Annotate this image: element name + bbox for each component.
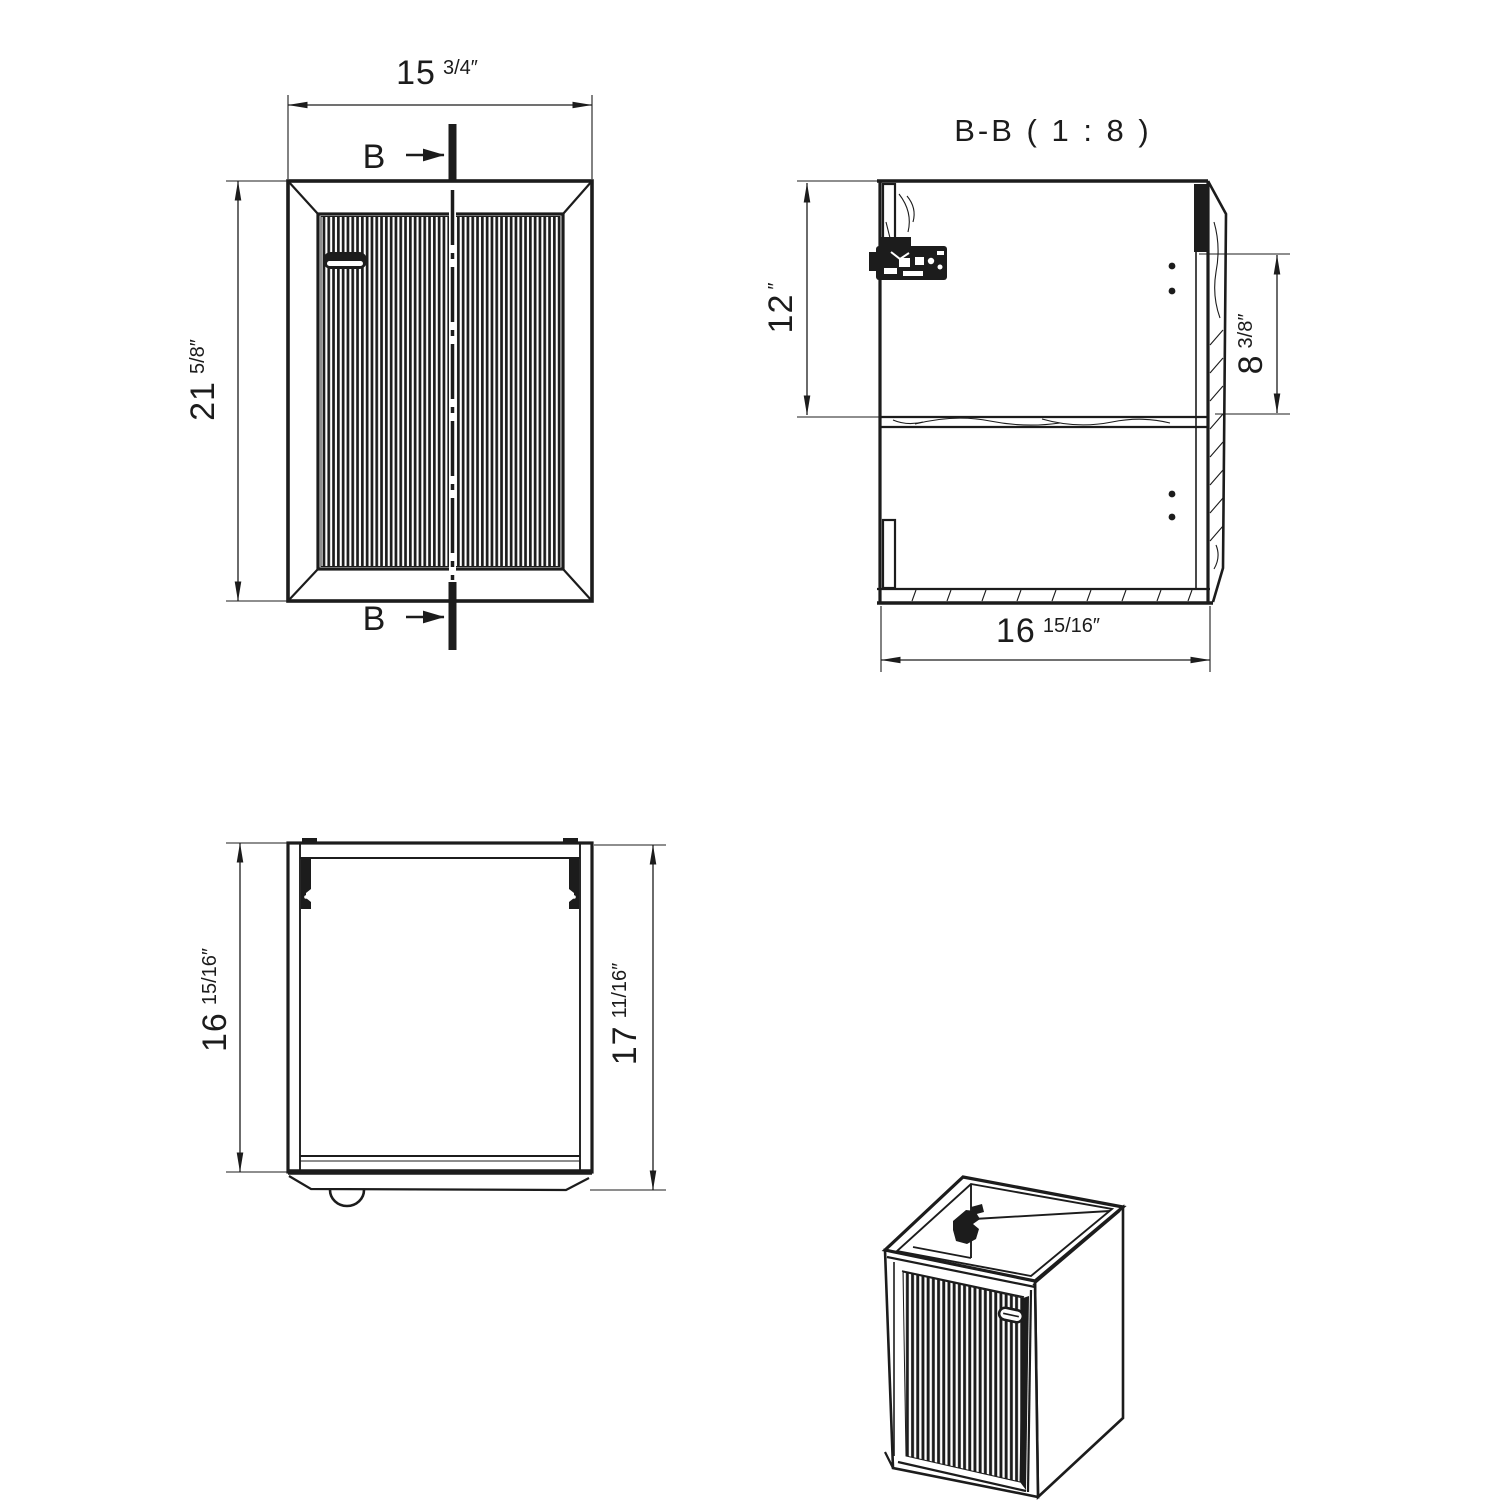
side-right-height-dimension: 1711/16″ xyxy=(590,844,666,1191)
iso-hinge xyxy=(953,1204,984,1244)
side-left-height-label: 1615/16″ xyxy=(196,948,234,1052)
wood-grain xyxy=(892,417,1171,426)
section-right-height-dimension: 83/8″ xyxy=(1199,253,1290,415)
iso-door-edge-shadow xyxy=(1020,1296,1029,1490)
section-right-height-label: 83/8″ xyxy=(1232,314,1270,375)
side-right-height-label: 1711/16″ xyxy=(606,963,644,1065)
wood-grain-ticks xyxy=(911,589,1193,602)
section-upper-height-label: 12″ xyxy=(762,283,800,334)
section-label: B xyxy=(363,138,386,176)
bumper xyxy=(328,1189,366,1208)
iso-top-rim xyxy=(881,1175,1127,1283)
mounting-tab xyxy=(563,838,578,844)
section-label: B xyxy=(363,600,386,638)
fluted-door-panel xyxy=(320,216,561,567)
section-view-title: B-B ( 1 : 8 ) xyxy=(954,113,1151,148)
side-cabinet-outline xyxy=(286,838,594,1208)
isometric-view xyxy=(881,1175,1127,1500)
section-marker-top: B xyxy=(363,124,457,188)
mounting-tab xyxy=(302,838,317,844)
wood-grain xyxy=(898,193,915,233)
front-height-label: 215/8″ xyxy=(184,339,222,421)
section-cabinet-outline xyxy=(877,179,1228,605)
toe-kick xyxy=(288,1175,590,1192)
section-marker-bottom: B xyxy=(363,582,457,650)
wood-grain xyxy=(1213,221,1221,570)
section-view: B-B ( 1 : 8 ) xyxy=(762,113,1290,672)
wood-grain-ticks xyxy=(1209,329,1224,542)
shelf-pin-hole xyxy=(1168,490,1176,498)
section-upper-height-dimension: 12″ xyxy=(762,180,881,418)
iso-door-handle xyxy=(997,1306,1025,1324)
cabinet-front-outline xyxy=(286,179,594,603)
door-handle xyxy=(323,252,367,269)
shelf-pin-hole xyxy=(1168,287,1176,295)
shelf-pin-hole xyxy=(1168,262,1176,270)
hanging-bracket-right xyxy=(569,858,579,909)
front-height-dimension: 215/8″ xyxy=(184,180,290,602)
iso-top-opening xyxy=(894,1182,1115,1278)
shelf-pin-hole xyxy=(1168,513,1176,521)
side-left-height-dimension: 1615/16″ xyxy=(196,842,290,1173)
side-view: 1615/16″ 1711/16″ xyxy=(196,838,666,1208)
hanging-bracket-left xyxy=(301,858,311,909)
hinge xyxy=(869,237,947,280)
iso-fluted-door-panel xyxy=(902,1271,1024,1483)
